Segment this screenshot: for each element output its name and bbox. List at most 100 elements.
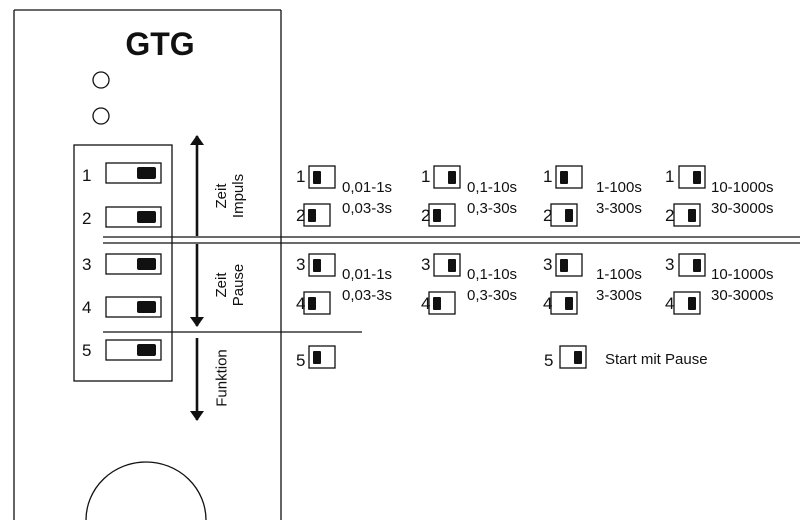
pause-switch-b-knob xyxy=(565,297,573,310)
dip-switch-1 xyxy=(105,162,162,184)
pause-col2-lower: 0,3-30s xyxy=(467,287,518,304)
impulse-switch-a-knob xyxy=(448,171,456,184)
impulse-switch-b-knob xyxy=(688,209,696,222)
pause-col3-upper: 1-100s xyxy=(596,266,642,283)
pause-switch-b-knob xyxy=(433,297,441,310)
impulse-switch-a xyxy=(555,165,583,189)
impulse-col4-num1: 1 xyxy=(665,167,675,186)
label-zeit-pause-line2: Pause xyxy=(230,263,247,307)
pause-switch-a xyxy=(678,253,706,277)
pause-switch-b xyxy=(303,291,331,315)
function-switch-off xyxy=(308,345,336,369)
pause-col4-upper: 10-1000s xyxy=(711,266,774,283)
pause-switch-b xyxy=(550,291,578,315)
impulse-col3-num1: 1 xyxy=(543,167,553,186)
pause-switch-b-knob xyxy=(308,297,316,310)
impulse-col2-upper: 0,1-10s xyxy=(467,179,518,196)
impulse-switch-b-knob xyxy=(433,209,441,222)
impulse-switch-a xyxy=(678,165,706,189)
pause-col2-num1: 3 xyxy=(421,255,431,274)
pause-switch-a xyxy=(308,253,336,277)
pause-col1-upper: 0,01-1s xyxy=(342,266,393,283)
switch-number-3: 3 xyxy=(82,255,92,274)
impulse-col2-lower: 0,3-30s xyxy=(467,200,518,217)
label-zeit-pause-line1: Zeit xyxy=(213,272,230,298)
label-zeit-impuls-line2: Impuls xyxy=(230,173,247,219)
pause-col2-num2: 4 xyxy=(421,294,431,313)
function-switch-on xyxy=(559,345,587,369)
impulse-col4-upper: 10-1000s xyxy=(711,179,774,196)
pause-switch-b-knob xyxy=(688,297,696,310)
pause-switch-b xyxy=(673,291,701,315)
connector-circle xyxy=(85,461,207,521)
impulse-col4-lower: 30-3000s xyxy=(711,200,774,217)
impulse-switch-b xyxy=(550,203,578,227)
pause-col1-lower: 0,03-3s xyxy=(342,287,393,304)
function-num-off: 5 xyxy=(296,351,306,370)
pause-switch-a-knob xyxy=(448,259,456,272)
dip-switch-5 xyxy=(105,339,162,361)
pause-switch-a-knob xyxy=(560,259,568,272)
dip-switch-2 xyxy=(105,206,162,228)
pause-col1-num2: 4 xyxy=(296,294,306,313)
label-zeit-pause: Zeit Pause xyxy=(213,264,247,307)
dip-switch-knob xyxy=(137,258,156,270)
impulse-col1-num1: 1 xyxy=(296,167,306,186)
dip-switch-4 xyxy=(105,296,162,318)
switch-number-1: 1 xyxy=(82,166,92,185)
impulse-col1-lower: 0,03-3s xyxy=(342,200,393,217)
pause-col3-lower: 3-300s xyxy=(596,287,642,304)
pause-switch-a xyxy=(433,253,461,277)
switch-number-2: 2 xyxy=(82,209,92,228)
dip-switch-3 xyxy=(105,253,162,275)
impulse-switch-b xyxy=(303,203,331,227)
impulse-col3-upper: 1-100s xyxy=(596,179,642,196)
switch-number-4: 4 xyxy=(82,298,92,317)
dip-switch-block xyxy=(73,144,173,382)
pause-col3-num1: 3 xyxy=(543,255,553,274)
pause-col4-num2: 4 xyxy=(665,294,675,313)
pause-switch-a xyxy=(555,253,583,277)
pause-col2-upper: 0,1-10s xyxy=(467,266,518,283)
impulse-col1-num2: 2 xyxy=(296,206,306,225)
impulse-switch-b xyxy=(673,203,701,227)
function-switch-on-knob xyxy=(574,351,582,364)
device-title: GTG xyxy=(125,26,195,62)
switch-number-5: 5 xyxy=(82,341,92,360)
impulse-switch-b-knob xyxy=(308,209,316,222)
label-zeit-impuls-line1: Zeit xyxy=(213,183,230,209)
impulse-col2-num1: 1 xyxy=(421,167,431,186)
impulse-switch-a-knob xyxy=(313,171,321,184)
function-num-on: 5 xyxy=(544,351,554,370)
pause-col1-num1: 3 xyxy=(296,255,306,274)
impulse-col2-num2: 2 xyxy=(421,206,431,225)
pause-switch-a-knob xyxy=(313,259,321,272)
function-start-mit-pause: Start mit Pause xyxy=(605,351,708,368)
pause-col4-lower: 30-3000s xyxy=(711,287,774,304)
impulse-col3-lower: 3-300s xyxy=(596,200,642,217)
pause-switch-b xyxy=(428,291,456,315)
dip-switch-knob xyxy=(137,344,156,356)
dip-switch-knob xyxy=(137,301,156,313)
led-indicator xyxy=(92,107,110,125)
label-funktion: Funktion xyxy=(213,349,231,407)
impulse-col3-num2: 2 xyxy=(543,206,553,225)
impulse-col4-num2: 2 xyxy=(665,206,675,225)
impulse-switch-b-knob xyxy=(565,209,573,222)
label-zeit-impuls: Zeit Impuls xyxy=(213,174,247,218)
dip-switch-knob xyxy=(137,167,156,179)
pause-col3-num2: 4 xyxy=(543,294,553,313)
function-switch-off-knob xyxy=(313,351,321,364)
pause-col4-num1: 3 xyxy=(665,255,675,274)
impulse-switch-a xyxy=(433,165,461,189)
led-indicator xyxy=(92,71,110,89)
impulse-switch-a xyxy=(308,165,336,189)
impulse-switch-a-knob xyxy=(693,171,701,184)
dip-switch-knob xyxy=(137,211,156,223)
impulse-switch-a-knob xyxy=(560,171,568,184)
impulse-col1-upper: 0,01-1s xyxy=(342,179,393,196)
impulse-switch-b xyxy=(428,203,456,227)
pause-switch-a-knob xyxy=(693,259,701,272)
